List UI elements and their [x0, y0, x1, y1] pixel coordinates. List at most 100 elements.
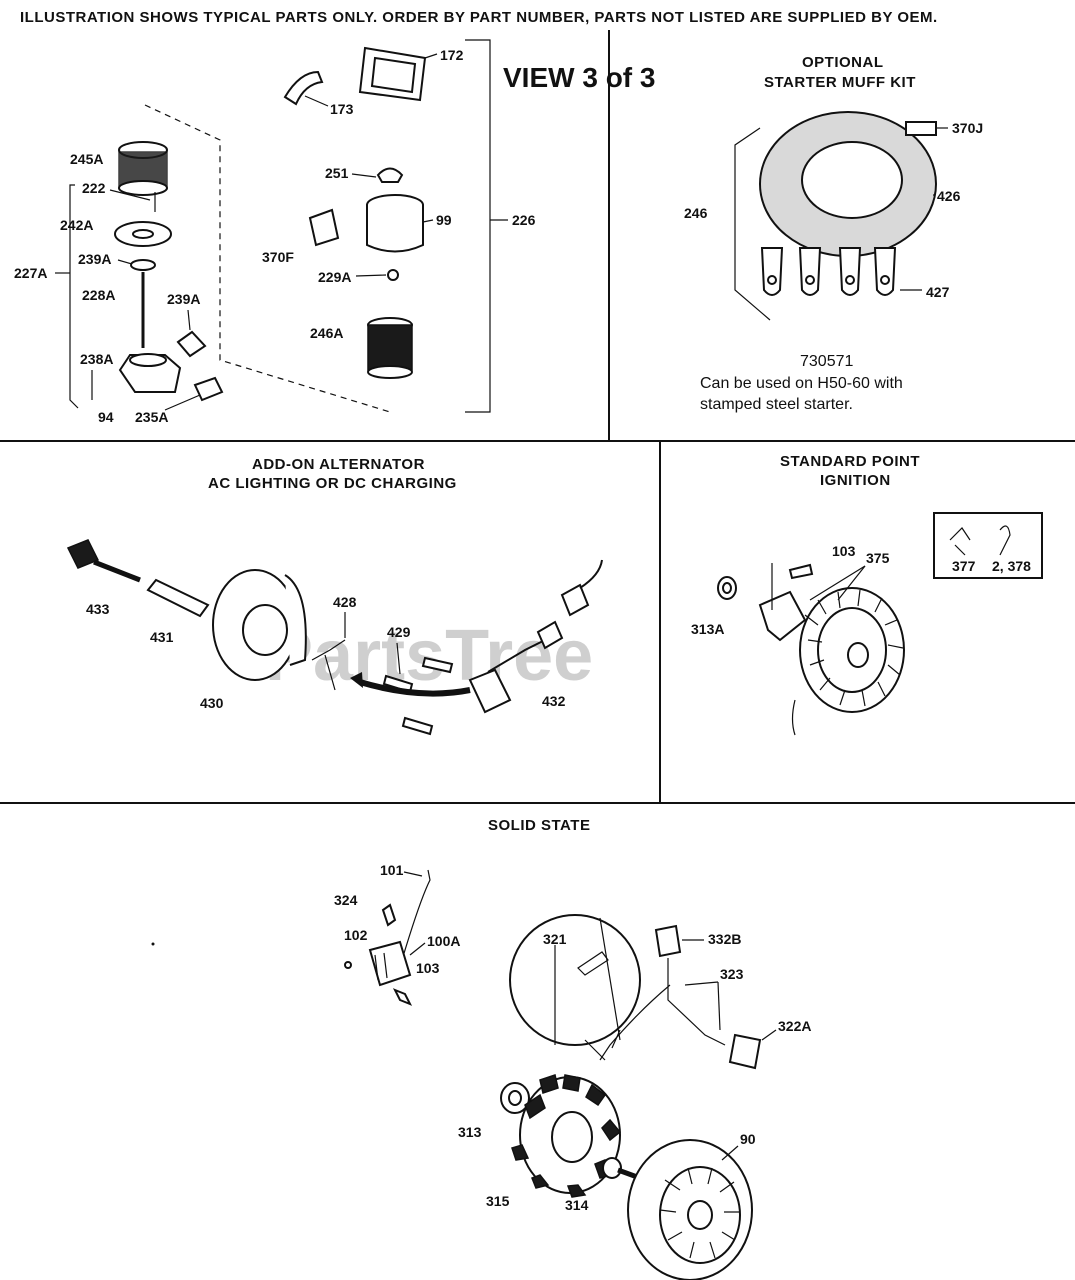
part-430-flywheel — [212, 569, 307, 681]
label-103-ignition: 103 — [832, 543, 856, 559]
part-99-cover — [366, 194, 424, 253]
part-101-lead — [401, 869, 431, 961]
label-173: 173 — [330, 101, 354, 117]
label-229A: 229A — [318, 269, 351, 285]
label-246A: 246A — [310, 325, 343, 341]
part-428-bracket — [311, 639, 346, 691]
label-428: 428 — [333, 594, 357, 610]
label-321: 321 — [543, 931, 567, 947]
starter-muff-section: OPTIONAL STARTER MUFF KIT 426 370J 246 4… — [684, 54, 983, 413]
label-315: 315 — [486, 1193, 510, 1209]
label-246: 246 — [684, 205, 708, 221]
part-point-ignition-flywheel — [758, 587, 905, 736]
label-431: 431 — [150, 629, 174, 645]
label-90: 90 — [740, 1131, 756, 1147]
part-103-bolt-solid — [392, 988, 413, 1006]
label-433: 433 — [86, 601, 110, 617]
label-377: 377 — [952, 558, 976, 574]
label-322A: 322A — [778, 1018, 811, 1034]
part-431-spacer — [146, 578, 210, 618]
label-226: 226 — [512, 212, 536, 228]
label-99: 99 — [436, 212, 452, 228]
starter-muff-title-2: STARTER MUFF KIT — [764, 74, 916, 91]
label-235A: 235A — [135, 409, 168, 425]
solid-state-title: SOLID STATE — [488, 817, 590, 834]
part-229A-nut — [387, 269, 399, 281]
point-ignition-title-2: IGNITION — [820, 472, 891, 489]
label-427: 427 — [926, 284, 950, 300]
label-375: 375 — [866, 550, 890, 566]
part-100A-module — [368, 940, 412, 987]
alternator-section: ADD-ON ALTERNATOR AC LIGHTING OR DC CHAR… — [66, 456, 603, 736]
label-314: 314 — [565, 1197, 589, 1213]
part-air-filter-base — [118, 353, 224, 402]
starter-muff-title-1: OPTIONAL — [802, 54, 884, 71]
part-314-bolt — [602, 1157, 641, 1181]
mounting-arrow — [359, 679, 471, 697]
label-222: 222 — [82, 180, 106, 196]
label-242A: 242A — [60, 217, 93, 233]
label-94: 94 — [98, 409, 114, 425]
part-370F-decal — [308, 208, 340, 247]
label-429: 429 — [387, 624, 411, 640]
part-245A-filter — [118, 141, 168, 196]
label-239A-right: 239A — [167, 291, 200, 307]
label-102: 102 — [344, 927, 368, 943]
part-172-gasket — [358, 46, 427, 102]
part-102-screw — [344, 961, 352, 969]
part-322A-connector — [728, 1033, 762, 1070]
part-313A-washer — [717, 576, 737, 600]
part-173-hose — [283, 70, 324, 106]
label-332B: 332B — [708, 931, 741, 947]
part-432-alternator — [468, 559, 603, 714]
label-323: 323 — [720, 966, 744, 982]
label-228A: 228A — [82, 287, 115, 303]
part-370J-tag — [905, 121, 937, 136]
part-427-clips — [760, 247, 897, 296]
label-172: 172 — [440, 47, 464, 63]
alternator-title-2: AC LIGHTING OR DC CHARGING — [208, 475, 457, 492]
part-242A-plate — [114, 221, 172, 247]
alternator-title-1: ADD-ON ALTERNATOR — [252, 456, 425, 473]
label-370F: 370F — [262, 249, 294, 265]
label-430: 430 — [200, 695, 224, 711]
part-321-magnified-view — [509, 914, 641, 1061]
part-377-378-parts — [949, 525, 1011, 556]
label-100A: 100A — [427, 933, 460, 949]
part-239A-gasket — [176, 330, 207, 358]
part-90-flywheel — [627, 1139, 753, 1280]
part-251-wingnut — [376, 167, 404, 183]
label-101: 101 — [380, 862, 404, 878]
label-245A: 245A — [70, 151, 103, 167]
label-227A: 227A — [14, 265, 47, 281]
label-313A: 313A — [691, 621, 724, 637]
point-ignition-title-1: STANDARD POINT — [780, 453, 920, 470]
label-239A-top: 239A — [78, 251, 111, 267]
label-426: 426 — [937, 188, 961, 204]
part-239A-washer — [130, 259, 156, 271]
part-324-terminal — [381, 903, 397, 927]
starter-muff-note-1: Can be used on H50-60 with — [700, 375, 903, 392]
part-246A-precleaner — [367, 317, 413, 379]
starter-muff-kit-number: 730571 — [800, 353, 853, 370]
part-313-bearing — [500, 1082, 530, 1114]
part-103-screw-ignition — [788, 563, 814, 580]
part-332B-connector — [654, 924, 682, 958]
header-note: ILLUSTRATION SHOWS TYPICAL PARTS ONLY. O… — [20, 9, 938, 26]
label-324: 324 — [334, 892, 358, 908]
label-378: 2, 378 — [992, 558, 1031, 574]
view-title: VIEW 3 of 3 — [503, 62, 655, 93]
section-dividers — [0, 30, 1075, 804]
part-315-stator — [511, 1074, 622, 1198]
label-103-solid: 103 — [416, 960, 440, 976]
inset-box — [933, 512, 1043, 579]
solid-state-section: SOLID STATE 101 324 100A 102 103 321 — [151, 817, 811, 1280]
starter-muff-note-2: stamped steel starter. — [700, 396, 853, 413]
label-432: 432 — [542, 693, 566, 709]
label-370J: 370J — [952, 120, 983, 136]
stray-dot — [151, 942, 155, 946]
label-238A: 238A — [80, 351, 113, 367]
point-ignition-section: STANDARD POINT IGNITION 377 2, 378 313A … — [691, 453, 1043, 736]
label-251: 251 — [325, 165, 349, 181]
